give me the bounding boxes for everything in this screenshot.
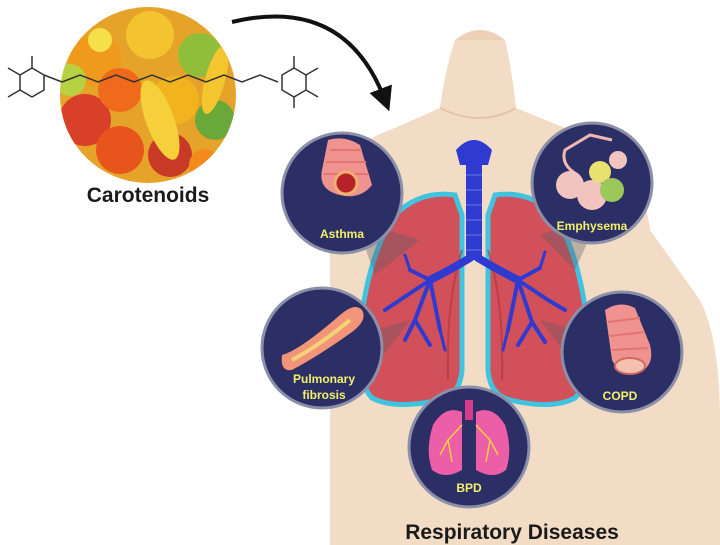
curved-arrow-icon [231,14,392,112]
emphysema-label: Emphysema [557,219,628,233]
disease-emphysema: Emphysema [530,121,654,245]
disease-pulmonary-fibrosis: Pulmonary fibrosis [260,286,384,410]
fruit-vegetable-photo [60,7,236,183]
carotene-molecule-icon [7,56,319,108]
carotenoids-title: Carotenoids [87,184,210,207]
bronchial-tree-icon [383,140,567,352]
pulmonary-label-line1: Pulmonary [293,372,355,386]
disease-copd: COPD [560,290,684,414]
copd-label: COPD [603,389,638,403]
disease-asthma: Asthma [280,131,404,255]
bpd-label: BPD [456,481,482,495]
disease-bpd: BPD [407,385,531,509]
respiratory-diseases-title: Respiratory Diseases [405,521,619,544]
asthma-label: Asthma [320,227,364,241]
pulmonary-label-line2: fibrosis [302,388,346,402]
